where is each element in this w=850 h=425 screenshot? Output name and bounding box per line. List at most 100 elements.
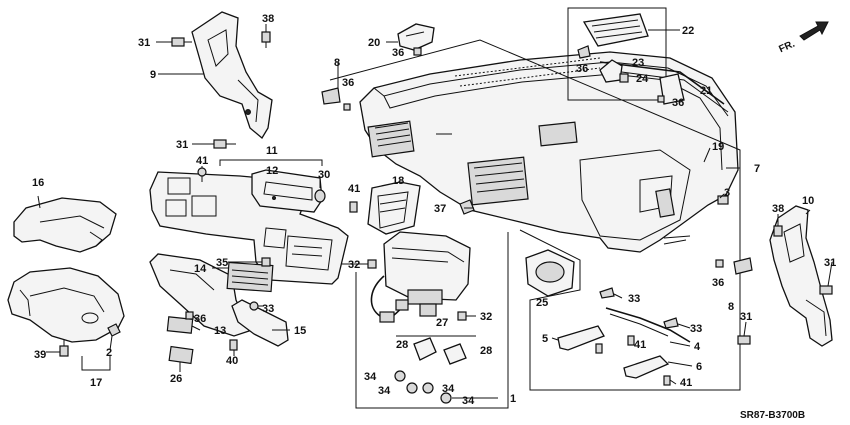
bracket-28-right[interactable]: [443, 343, 467, 365]
duct-4[interactable]: [605, 307, 691, 343]
callout-c34d: 34: [462, 395, 475, 407]
nut-34-b[interactable]: [406, 382, 418, 394]
cap-8-right[interactable]: [733, 257, 753, 275]
clip-33-upper-right[interactable]: [599, 287, 615, 299]
bolt-31-bottom-right[interactable]: [737, 335, 751, 345]
clip-36-right[interactable]: [715, 259, 724, 268]
callout-c25: 25: [536, 297, 548, 309]
front-direction-arrow: [799, 21, 829, 41]
vent-14[interactable]: [226, 261, 274, 293]
clip-36-top-center[interactable]: [413, 47, 422, 56]
cover-26[interactable]: [168, 345, 194, 365]
nut-34-a[interactable]: [394, 370, 406, 382]
bolt-38-top-left[interactable]: [261, 31, 271, 48]
callout-c1: 1: [510, 393, 516, 405]
cover-21[interactable]: [659, 73, 685, 105]
callout-c9: 9: [150, 69, 156, 81]
clip-32-upper[interactable]: [367, 259, 377, 269]
clip-37[interactable]: [459, 199, 475, 215]
callout-c36c: 36: [576, 63, 588, 75]
screw-39[interactable]: [59, 340, 69, 357]
cover-23[interactable]: [599, 59, 623, 83]
side-vent-25[interactable]: [525, 249, 575, 297]
clip-33-right[interactable]: [663, 317, 679, 329]
screw-41-right-b[interactable]: [627, 335, 635, 346]
clip-2[interactable]: [107, 323, 121, 337]
nut-34-d[interactable]: [440, 392, 452, 404]
clip-8-left[interactable]: [321, 87, 341, 105]
callout-c40: 40: [226, 355, 238, 367]
lower-dash-panel-15[interactable]: [231, 299, 289, 347]
clip-36-right-top[interactable]: [657, 95, 665, 103]
callout-c8a: 8: [334, 57, 340, 69]
clip-24[interactable]: [619, 73, 629, 83]
bracket-28-left[interactable]: [413, 337, 437, 361]
screw-41-center[interactable]: [349, 201, 358, 213]
clip-36-box[interactable]: [577, 45, 591, 59]
lower-column-cover[interactable]: [7, 267, 125, 343]
callout-c14: 14: [194, 263, 207, 275]
callout-c3: 3: [724, 187, 730, 199]
callout-c19: 19: [712, 141, 724, 153]
callout-c12: 12: [266, 165, 278, 177]
duct-6[interactable]: [623, 355, 670, 379]
clip-30[interactable]: [314, 189, 326, 203]
callout-c36d: 36: [672, 97, 684, 109]
bolt-31-top-left[interactable]: [171, 37, 192, 47]
clip-35[interactable]: [261, 257, 271, 267]
callout-c18: 18: [392, 175, 404, 187]
callout-c41a: 41: [196, 155, 208, 167]
callout-c32a: 32: [348, 259, 360, 271]
screw-41-right-c[interactable]: [663, 375, 671, 386]
callout-c23: 23: [632, 57, 644, 69]
callout-c24: 24: [636, 73, 649, 85]
clip-3[interactable]: [717, 195, 729, 205]
callout-c34a: 34: [364, 371, 377, 383]
clip-36-left[interactable]: [343, 103, 351, 111]
callout-c28b: 28: [480, 345, 492, 357]
screw-41-right-a[interactable]: [595, 343, 603, 354]
callout-c13: 13: [214, 325, 226, 337]
callout-c36e: 36: [712, 277, 724, 289]
callout-c36b: 36: [392, 47, 404, 59]
callout-c38b: 38: [772, 203, 784, 215]
callout-c38a: 38: [262, 13, 274, 25]
duct-5[interactable]: [557, 325, 605, 351]
callout-c36f: 36: [194, 313, 206, 325]
assembly-outline-7: [329, 39, 741, 391]
callout-c33c: 33: [262, 303, 274, 315]
clip-33-left[interactable]: [249, 301, 259, 311]
upper-column-cover[interactable]: [13, 197, 117, 253]
bolt-38-right[interactable]: [773, 225, 783, 237]
instrument-panel[interactable]: [359, 51, 739, 253]
callout-c31c: 31: [824, 257, 836, 269]
callout-c6: 6: [696, 361, 702, 373]
callout-c34c: 34: [442, 383, 455, 395]
callout-c41c: 41: [634, 339, 646, 351]
nut-34-c[interactable]: [422, 382, 434, 394]
bracket-1: [355, 232, 509, 409]
bolt-31-right[interactable]: [819, 285, 833, 295]
screw-40[interactable]: [229, 339, 238, 351]
callout-c22: 22: [682, 25, 694, 37]
meter-panel-12[interactable]: [251, 169, 323, 213]
callout-c35: 35: [216, 257, 228, 269]
mirror-mount-20[interactable]: [397, 23, 435, 51]
bolt-31-mid-left[interactable]: [213, 139, 236, 149]
callout-c31b: 31: [176, 139, 188, 151]
callout-c17: 17: [90, 377, 102, 389]
callout-c8b: 8: [728, 301, 734, 313]
airbag-harness[interactable]: [370, 275, 409, 323]
left-side-bracket[interactable]: [191, 11, 273, 139]
airbag-module-27[interactable]: [383, 231, 471, 317]
front-direction-label: FR.: [777, 39, 796, 56]
right-side-bracket[interactable]: [769, 205, 833, 347]
clip-36-lower[interactable]: [185, 311, 194, 320]
center-panel-18[interactable]: [367, 181, 421, 235]
clip-32-lower[interactable]: [457, 311, 467, 321]
speaker-grille-22[interactable]: [582, 13, 649, 47]
callout-c5: 5: [542, 333, 548, 345]
callout-c28a: 28: [396, 339, 408, 351]
